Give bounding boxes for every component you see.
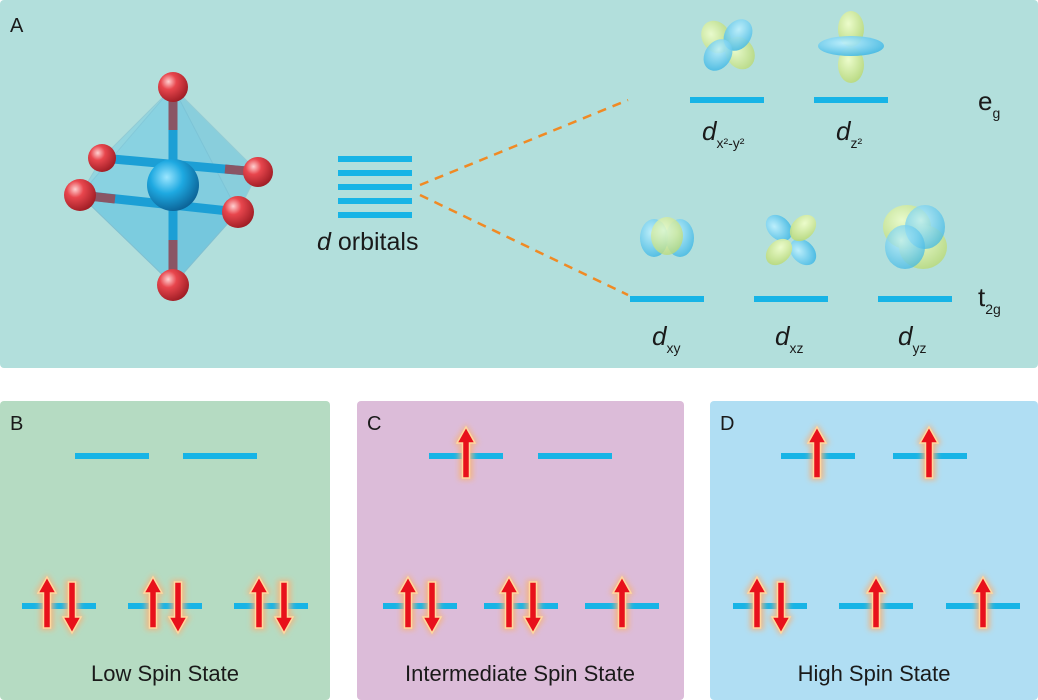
dxz-label: dxz — [775, 321, 803, 356]
panel-a-label: A — [10, 15, 24, 37]
eg-label: eg — [978, 86, 1000, 121]
dxy-label: dxy — [652, 321, 680, 356]
panel-d-background — [710, 401, 1038, 700]
dyz-label: dyz — [898, 321, 926, 356]
octahedral-complex-icon — [64, 72, 273, 301]
dyz-orbital-icon — [883, 205, 947, 269]
dxz-orbital-icon — [765, 214, 817, 266]
panel-d-label: D — [720, 413, 734, 435]
panel-d-caption: High Spin State — [798, 661, 951, 686]
dz2-orbital-icon — [818, 11, 884, 83]
panel-b-background — [0, 401, 330, 700]
panel-c-caption: Intermediate Spin State — [405, 661, 635, 686]
dxy-orbital-icon — [640, 217, 694, 257]
splitting-line-eg — [419, 98, 629, 187]
dz2-label: dz² — [836, 116, 862, 151]
dx2-y2-orbital-icon — [701, 19, 755, 71]
panel-c-label: C — [367, 413, 381, 435]
d-orbitals-stack — [338, 156, 412, 218]
panel-b-label: B — [10, 413, 23, 435]
t2g-label: t2g — [978, 282, 1001, 317]
panel-c-background — [357, 401, 684, 700]
d-orbitals-label: d orbitals — [317, 228, 418, 256]
panel-a-background — [0, 0, 1038, 368]
splitting-line-t2g — [419, 193, 629, 297]
panel-b-caption: Low Spin State — [91, 661, 239, 686]
dx2y2-label: dx²-y² — [702, 116, 745, 151]
